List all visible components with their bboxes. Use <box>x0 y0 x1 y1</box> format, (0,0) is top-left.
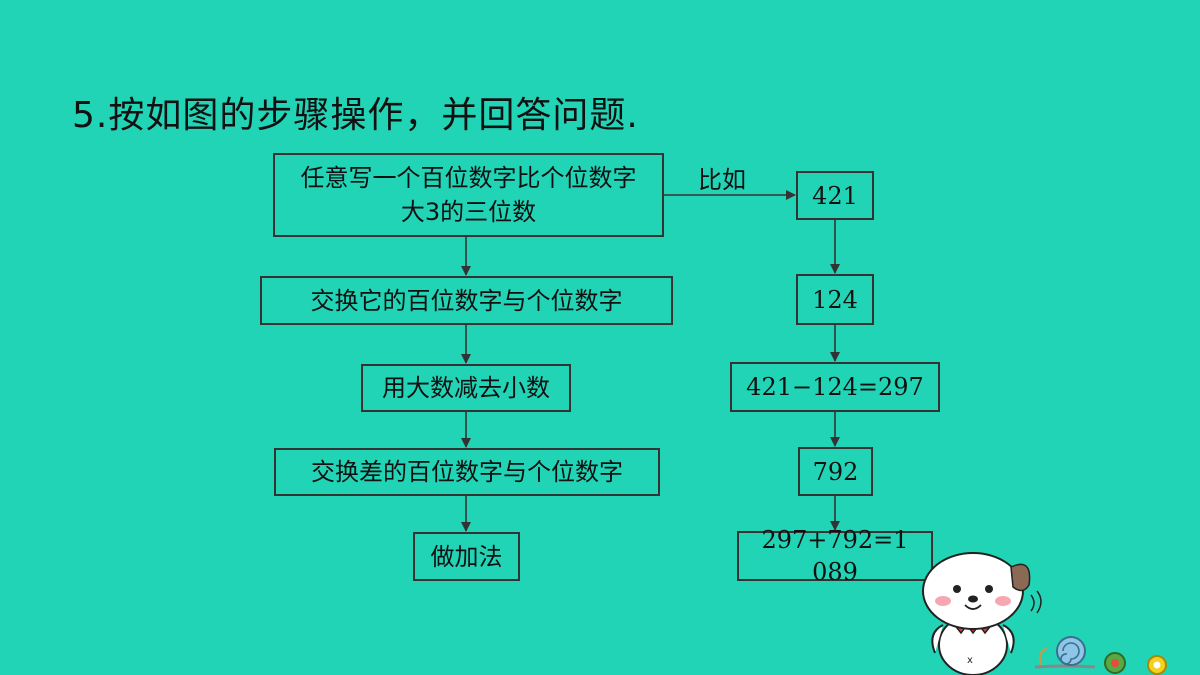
example-box-subtraction: 421−124=297 <box>730 362 940 412</box>
step-text: 交换它的百位数字与个位数字 <box>310 286 623 315</box>
step-box-add: 做加法 <box>413 532 520 581</box>
puppy-icon: x <box>922 552 1031 675</box>
step-text: 任意写一个百位数字比个位数字大3的三位数 <box>300 164 637 226</box>
question-title: 5.按如图的步骤操作，并回答问题. <box>72 95 639 136</box>
step-text: 交换差的百位数字与个位数字 <box>311 458 623 486</box>
step-box-swap-digits: 交换它的百位数字与个位数字 <box>260 276 673 325</box>
example-text: 124 <box>812 285 858 314</box>
svg-text:x: x <box>967 655 973 666</box>
step-box-write-number: 任意写一个百位数字比个位数字大3的三位数 <box>273 153 664 237</box>
step-text: 用大数减去小数 <box>382 374 550 402</box>
example-text: 421−124=297 <box>746 373 924 401</box>
example-box-421: 421 <box>796 171 874 220</box>
step-box-subtract: 用大数减去小数 <box>361 364 571 412</box>
shell-icon <box>1104 652 1126 674</box>
example-box-792: 792 <box>798 447 873 496</box>
puppy-mascot-illustration: x <box>922 552 1167 675</box>
flower-icon <box>1147 655 1167 675</box>
snail-icon <box>1034 636 1096 669</box>
example-box-124: 124 <box>796 274 874 325</box>
example-text: 792 <box>812 457 859 486</box>
step-text: 做加法 <box>430 542 503 571</box>
step-box-swap-difference: 交换差的百位数字与个位数字 <box>274 448 660 496</box>
example-text: 421 <box>812 181 858 210</box>
example-label: 比如 <box>698 166 746 194</box>
